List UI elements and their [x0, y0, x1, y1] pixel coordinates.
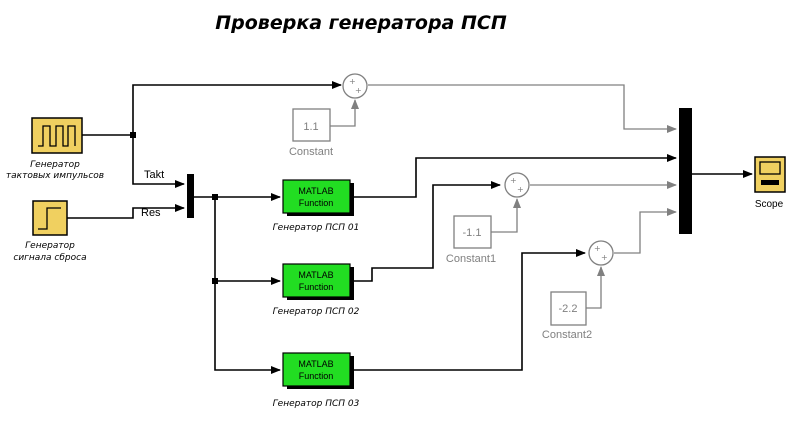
constant-block-1-label: Constant1 [446, 253, 496, 265]
reset-generator-label-1: Генератор [25, 241, 75, 251]
step-signal-icon [38, 207, 61, 230]
constant-block-2[interactable]: -2.2 [550, 291, 587, 326]
branch-point-clock [130, 132, 136, 138]
sum-block-1[interactable]: + + [504, 172, 530, 198]
clock-generator-block[interactable] [31, 117, 83, 154]
scope-block[interactable] [754, 156, 786, 193]
matlab-function-03-block[interactable]: MATLAB Function [282, 352, 354, 389]
scope-screen-icon [759, 161, 781, 175]
line-clock-to-mux[interactable] [132, 135, 185, 188]
line-constant2-to-sum2[interactable] [586, 266, 605, 309]
line-matlab1-to-scope-mux[interactable] [354, 154, 677, 198]
pulse-wave-icon [38, 125, 76, 147]
reset-generator-label-2: сигнала сброса [13, 253, 86, 263]
svg-text:1.1: 1.1 [303, 121, 318, 133]
branch-point-mux-2 [212, 278, 218, 284]
branch-point-mux-1 [212, 194, 218, 200]
constant-block-2-label: Constant2 [542, 329, 592, 341]
svg-text:MATLAB: MATLAB [298, 270, 333, 280]
line-matlab2-to-sum1[interactable] [354, 181, 501, 282]
svg-text:+: + [510, 176, 517, 185]
input-mux-block[interactable] [187, 174, 194, 218]
svg-text:+: + [349, 77, 356, 86]
clock-generator-label-2: тактовых импульсов [6, 171, 104, 181]
diagram-title: Проверка генератора ПСП [215, 12, 507, 34]
line-matlab3-to-sum2[interactable] [354, 249, 586, 371]
svg-text:-1.1: -1.1 [463, 227, 482, 239]
svg-text:-2.2: -2.2 [559, 303, 578, 315]
line-mux-to-matlab3[interactable] [214, 281, 281, 374]
constant-block-0-label: Constant [289, 146, 333, 158]
scope-mux-block[interactable] [679, 108, 692, 234]
svg-text:+: + [594, 244, 601, 253]
line-constant-to-sum0[interactable] [330, 99, 359, 127]
line-clock-to-sum[interactable] [132, 81, 342, 135]
svg-text:+: + [517, 185, 524, 194]
svg-text:Function: Function [299, 198, 334, 208]
svg-text:+: + [601, 253, 608, 262]
constant-block-0[interactable]: 1.1 [292, 108, 331, 142]
mux-port-takt-label: Takt [144, 169, 164, 181]
svg-text:Function: Function [299, 371, 334, 381]
clock-generator-label-1: Генератор [30, 160, 80, 170]
matlab-function-02-label: Генератор ПСП 02 [273, 307, 360, 317]
line-reset-to-mux[interactable] [67, 204, 185, 219]
line-constant1-to-sum1[interactable] [491, 198, 521, 233]
line-sum0-to-scope-mux[interactable] [368, 84, 677, 133]
sum-block-2[interactable]: + + [588, 240, 614, 266]
svg-text:+: + [355, 86, 362, 95]
sum-block-0[interactable]: + + [342, 73, 368, 99]
scope-label: Scope [755, 199, 784, 210]
matlab-function-01-label: Генератор ПСП 01 [273, 223, 360, 233]
reset-generator-block[interactable] [32, 200, 68, 236]
line-mux-to-matlab2[interactable] [214, 197, 281, 285]
scope-base-icon [761, 180, 779, 185]
mux-port-res-label: Res [141, 207, 161, 219]
line-sum2-to-scope-mux[interactable] [614, 208, 677, 254]
constant-block-1[interactable]: -1.1 [453, 215, 492, 249]
matlab-function-01-block[interactable]: MATLAB Function [282, 179, 354, 216]
matlab-function-03-label: Генератор ПСП 03 [273, 399, 360, 409]
svg-text:Function: Function [299, 282, 334, 292]
matlab-function-02-block[interactable]: MATLAB Function [282, 263, 354, 300]
svg-text:MATLAB: MATLAB [298, 186, 333, 196]
svg-text:MATLAB: MATLAB [298, 359, 333, 369]
